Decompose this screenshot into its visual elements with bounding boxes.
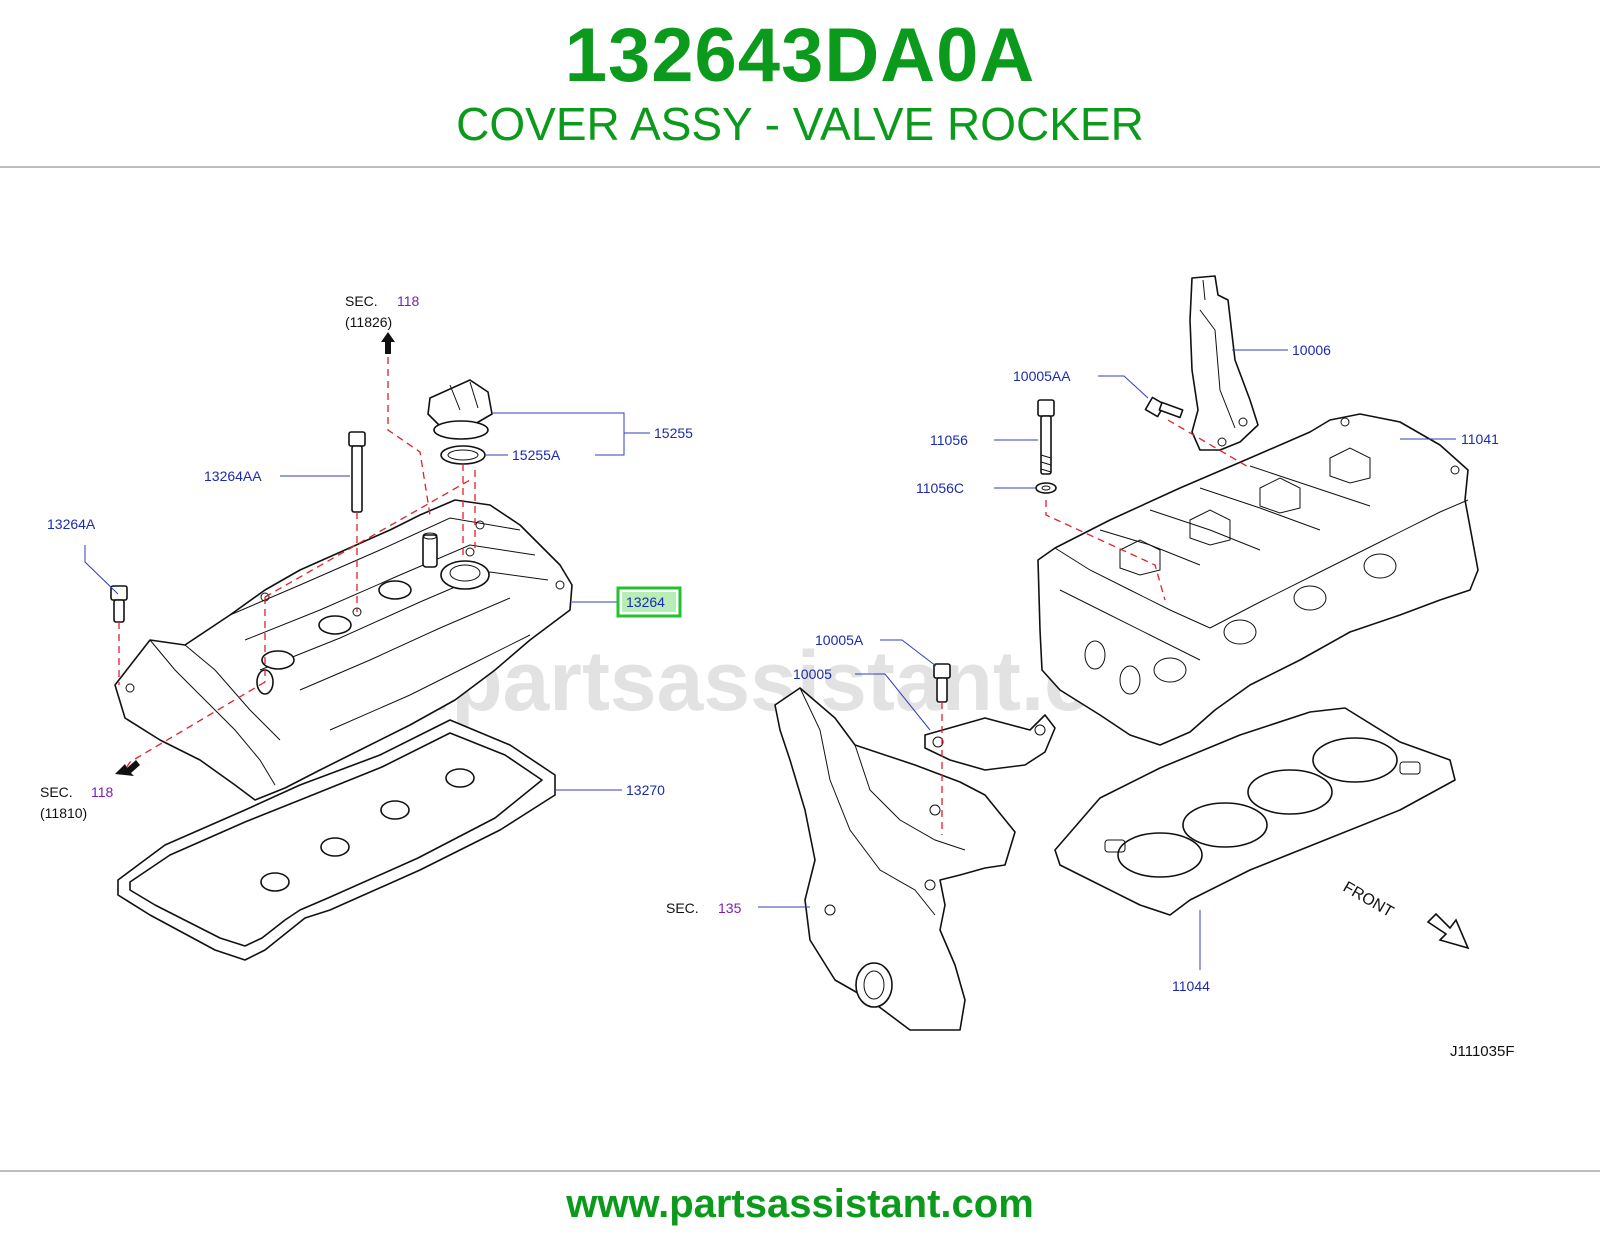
label-13264A[interactable]: 13264A [47,516,96,532]
front-label: FRONT [1340,879,1396,921]
label-11041[interactable]: 11041 [1461,431,1499,447]
label-15255A[interactable]: 15255A [512,447,561,463]
label-13264[interactable]: 13264 [626,594,665,610]
part-number: 132643DA0A [564,13,1036,98]
label-13270[interactable]: 13270 [626,782,665,798]
diagram-code: J111035F [1450,1043,1515,1060]
section-top-prefix: SEC. [345,293,378,309]
hanger-bolt-drawing [1144,396,1184,419]
head-bolt-washer-drawing [1035,482,1057,494]
part-description: COVER ASSY - VALVE ROCKER [456,98,1144,150]
label-13264AA[interactable]: 13264AA [204,468,262,484]
cylinder-head-drawing [1037,413,1479,746]
footer-url[interactable]: www.partsassistant.com [566,1182,1034,1226]
label-11056[interactable]: 11056 [930,432,968,448]
valve-rocker-cover-drawing [114,499,573,801]
down-left-arrow-icon [115,760,140,776]
cover-gasket-drawing [117,719,556,961]
up-arrow-icon [381,332,395,354]
section-left-prefix: SEC. [40,784,73,800]
timing-chain-cover-drawing [774,687,1016,1031]
cover-bolt-long-drawing [348,431,366,513]
label-10005[interactable]: 10005 [793,666,832,682]
label-10005A[interactable]: 10005A [815,632,864,648]
head-bolt-drawing [1037,399,1055,475]
section-bottom-number[interactable]: 135 [718,900,742,916]
section-top-number[interactable]: 118 [397,293,420,309]
label-10006[interactable]: 10006 [1292,342,1331,358]
footer-divider [0,1170,1600,1172]
engine-hanger-drawing [1189,275,1259,451]
front-arrow-icon [1426,912,1470,950]
label-15255[interactable]: 15255 [654,425,693,441]
label-11044[interactable]: 11044 [1172,978,1210,994]
oil-filler-cap-drawing [427,379,493,440]
parts-diagram: www.partsassistant.com [40,275,1515,1060]
cover-bolt-short-drawing [110,585,128,623]
section-top-ref: (11826) [345,314,392,330]
header-divider [0,166,1600,168]
head-gasket-drawing [1054,707,1456,916]
page-header: 132643DA0A COVER ASSY - VALVE ROCKER [0,0,1600,168]
label-11056C[interactable]: 11056C [916,480,964,496]
label-10005AA[interactable]: 10005AA [1013,368,1071,384]
section-left-number[interactable]: 118 [91,784,114,800]
section-bottom-prefix: SEC. [666,900,699,916]
bracket-bolt-drawing [933,663,951,703]
section-left-ref: (11810) [40,805,87,821]
